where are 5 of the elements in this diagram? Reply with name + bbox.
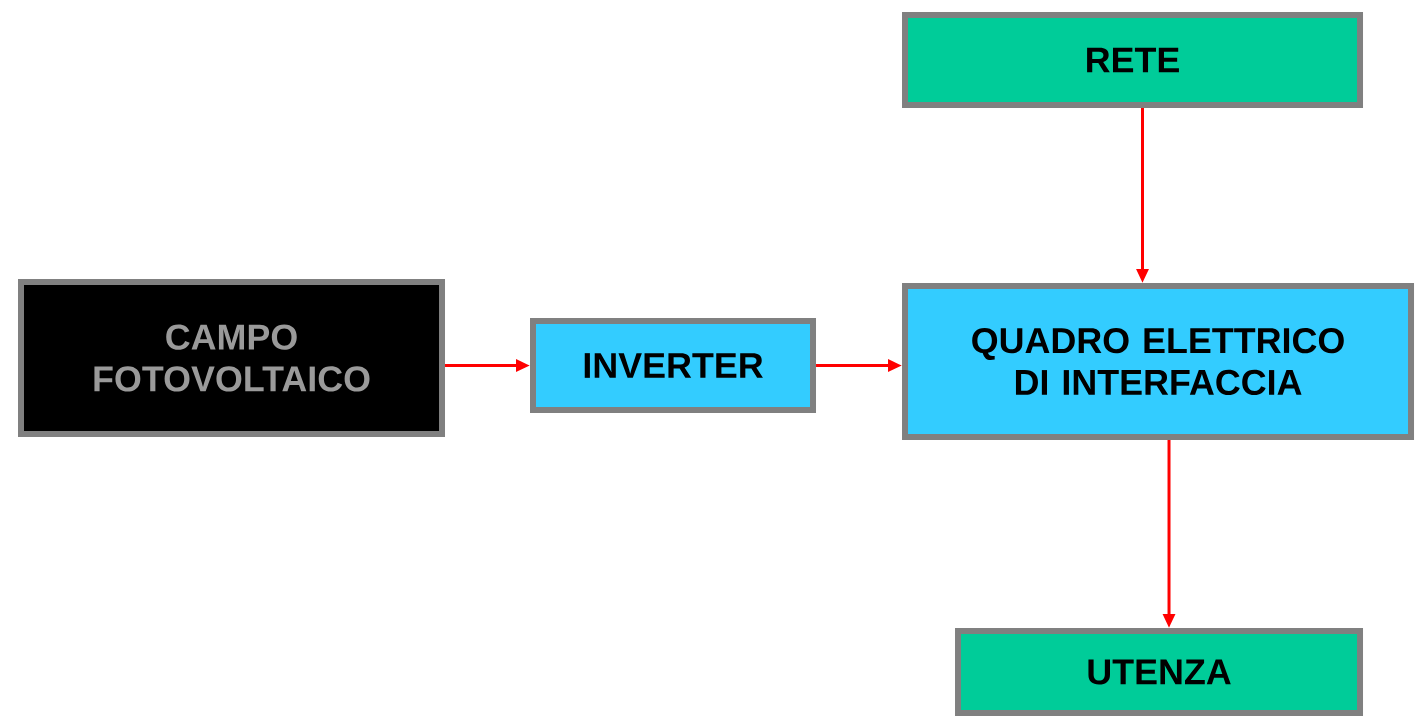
source-box: RETE [902,12,1363,108]
process-box: QUADRO ELETTRICO DI INTERFACCIA [902,283,1414,440]
output-box: UTENZA [955,628,1363,716]
process-box: INVERTER [530,318,816,413]
source-box: CAMPO FOTOVOLTAICO [18,279,445,437]
